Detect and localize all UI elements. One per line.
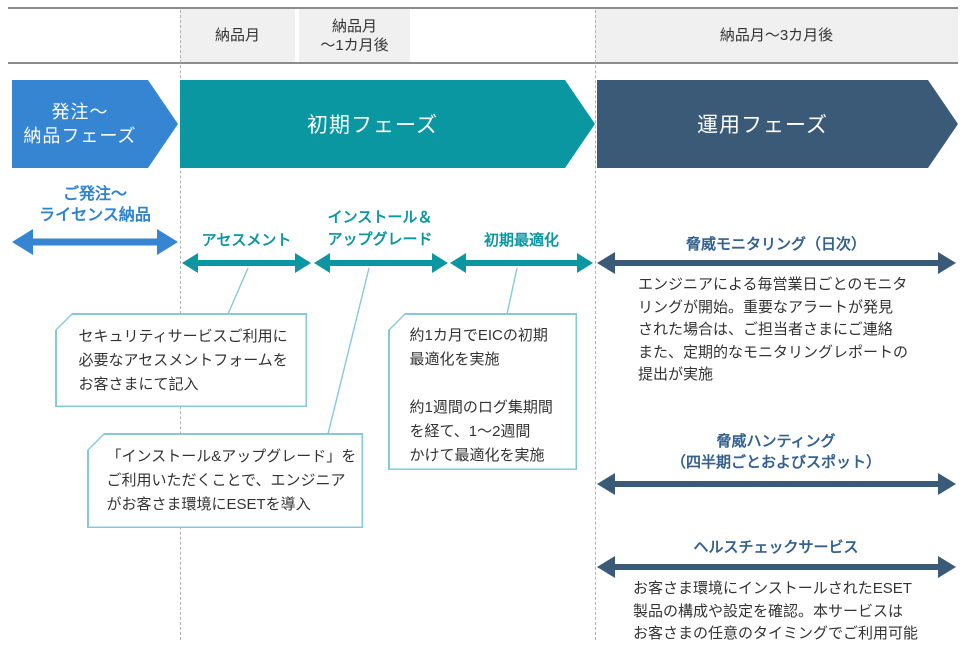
- phase-bar-label: 初期フェーズ: [307, 114, 438, 137]
- health-check-description: お客さま環境にインストールされたESET 製品の構成や設定を確認。本サービスは …: [633, 580, 919, 642]
- arrow-right-head-icon: [295, 253, 311, 273]
- order-range-arrow: [12, 229, 178, 255]
- assessment-arrow: [182, 253, 311, 273]
- initial-optimization-label: 初期最適化: [483, 232, 559, 249]
- health-check-arrow: [597, 556, 956, 578]
- header-label: 納品月: [214, 27, 260, 44]
- arrow-right-head-icon: [938, 473, 956, 495]
- header-top-rule: [8, 7, 958, 9]
- arrow-right-head-icon: [938, 556, 956, 578]
- assessment-note-text: セキュリティサービスご利用に 必要なアセスメントフォームを お客さまにて記入: [56, 314, 306, 406]
- header-column-three-months: 納品月〜3カ月後: [595, 9, 958, 62]
- install-upgrade-arrow: [314, 253, 448, 273]
- arrow-left-head-icon: [450, 253, 466, 273]
- phase-bar-order: 発注〜 納品フェーズ: [12, 80, 178, 168]
- threat-hunting-label: 脅威ハンティング （四半期ごとおよびスポット）: [670, 433, 881, 471]
- threat-monitoring-arrow: [597, 252, 956, 274]
- header-column-delivery-month: 納品月: [180, 9, 295, 62]
- header-bottom-rule: [8, 62, 958, 64]
- header-column-one-month: 納品月 〜1カ月後: [299, 9, 410, 62]
- threat-monitoring-description: エンジニアによる毎営業日ごとのモニタ リングが開始。重要なアラートが発見 された…: [638, 276, 909, 383]
- arrow-right-head-icon: [432, 253, 448, 273]
- install-upgrade-label: インストール＆ アップグレード: [327, 209, 433, 248]
- arrow-left-head-icon: [597, 252, 615, 274]
- arrow-shaft: [327, 260, 435, 266]
- threat-monitoring-label: 脅威モニタリング（日次）: [685, 236, 866, 253]
- header-label: 納品月〜3カ月後: [719, 27, 834, 44]
- arrow-shaft: [28, 238, 162, 246]
- install-upgrade-note-callout: 「インストール&アップグレード」を ご利用いただくことで、エンジニア がお客さま…: [87, 433, 363, 528]
- arrow-left-head-icon: [182, 253, 198, 273]
- phase-bar-label: 発注〜 納品フェーズ: [23, 102, 137, 146]
- arrow-right-head-icon: [157, 229, 178, 255]
- arrow-shaft: [610, 260, 943, 266]
- arrow-left-head-icon: [12, 229, 33, 255]
- arrow-right-head-icon: [938, 252, 956, 274]
- arrow-shaft: [610, 481, 943, 487]
- initial-optimization-note-text: 約1カ月でEICの初期 最適化を実施 約1週間のログ集期間 を経て、1〜2週間 …: [389, 314, 576, 469]
- arrow-left-head-icon: [597, 556, 615, 578]
- dashed-guide-line-right: [595, 10, 596, 640]
- arrow-shaft: [195, 260, 298, 266]
- threat-hunting-arrow: [597, 473, 956, 495]
- arrow-left-head-icon: [314, 253, 330, 273]
- arrow-left-head-icon: [597, 473, 615, 495]
- assessment-note-callout: セキュリティサービスご利用に 必要なアセスメントフォームを お客さまにて記入: [55, 313, 307, 407]
- phase-bar-label: 運用フェーズ: [697, 114, 828, 137]
- arrow-right-head-icon: [577, 253, 593, 273]
- arrow-shaft: [463, 260, 580, 266]
- initial-optimization-arrow: [450, 253, 593, 273]
- order-range-label: ご発注〜 ライセンス納品: [39, 186, 151, 224]
- header-label: 納品月 〜1カ月後: [320, 17, 389, 54]
- phase-bar-operation: 運用フェーズ: [597, 80, 958, 168]
- arrow-shaft: [610, 564, 943, 570]
- install-upgrade-note-text: 「インストール&アップグレード」を ご利用いただくことで、エンジニア がお客さま…: [88, 434, 362, 527]
- health-check-label: ヘルスチェックサービス: [693, 539, 859, 556]
- phase-bar-initial: 初期フェーズ: [180, 80, 595, 168]
- assessment-label: アセスメント: [201, 232, 292, 249]
- initial-optimization-note-callout: 約1カ月でEICの初期 最適化を実施 約1週間のログ集期間 を経て、1〜2週間 …: [388, 313, 577, 470]
